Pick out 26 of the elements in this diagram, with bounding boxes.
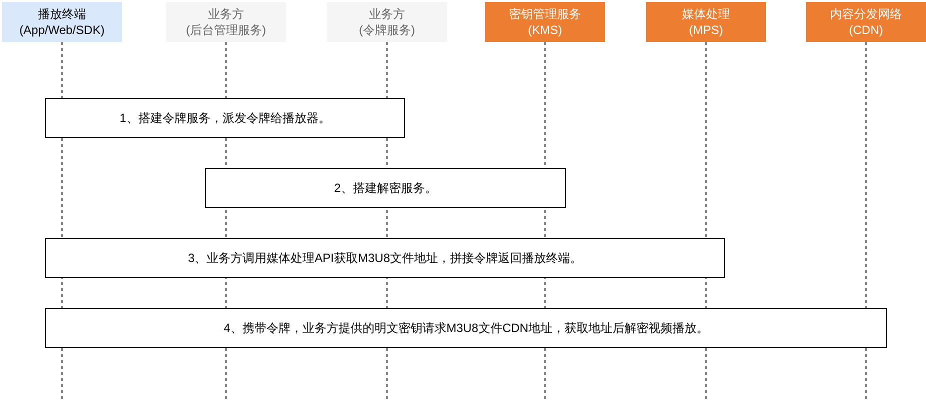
step-text: 2、搭建解密服务。	[334, 180, 437, 196]
step-text: 4、携带令牌，业务方提供的明文密钥请求M3U8文件CDN地址，获取地址后解密视频播放。	[224, 320, 708, 336]
participant-box	[646, 2, 766, 42]
participant-box	[2, 2, 122, 42]
step-text: 3、业务方调用媒体处理API获取M3U8文件地址，拼接令牌返回播放终端。	[188, 250, 582, 266]
participant-subtitle: (App/Web/SDK)	[19, 22, 105, 38]
participant-name: 密钥管理服务	[509, 6, 581, 22]
participant-subtitle: (CDN)	[849, 22, 883, 38]
participant-name: 业务方	[208, 6, 244, 22]
participant-subtitle: (后台管理服务)	[186, 22, 266, 38]
participant-box	[166, 2, 286, 42]
step-text: 1、搭建令牌服务，派发令牌给播放器。	[120, 110, 330, 126]
participant-box	[485, 2, 605, 42]
participant-box	[327, 2, 447, 42]
participant-subtitle: (KMS)	[528, 22, 562, 38]
participant-box	[806, 2, 926, 42]
step-box	[205, 168, 566, 208]
participant-name: 播放终端	[38, 6, 86, 22]
participant-name: 业务方	[369, 6, 405, 22]
participant-name: 内容分发网络	[830, 6, 902, 22]
step-box	[45, 308, 887, 348]
step-box	[45, 98, 405, 138]
participant-subtitle: (令牌服务)	[359, 22, 415, 38]
participant-subtitle: (MPS)	[689, 22, 723, 38]
step-box	[45, 238, 725, 278]
participant-name: 媒体处理	[682, 6, 730, 22]
